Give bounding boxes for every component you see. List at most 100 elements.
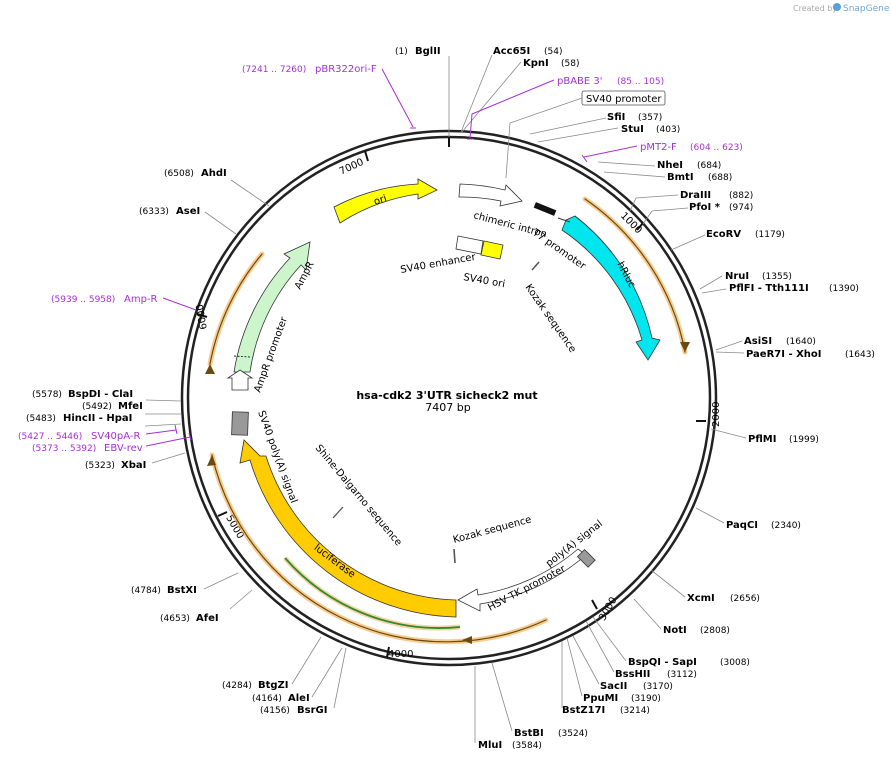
luciferase-feature[interactable] xyxy=(239,439,457,618)
site-paer7i-xhoi[interactable]: PaeR7I - XhoI xyxy=(746,349,822,360)
site-ppumi[interactable]: PpuMI xyxy=(583,693,618,704)
site-bmti[interactable]: BmtI xyxy=(667,172,694,183)
site-hincii-hpai[interactable]: HincII - HpaI xyxy=(63,413,132,424)
site-afei[interactable]: AfeI xyxy=(196,613,219,624)
sv40-ori-feature[interactable] xyxy=(480,240,504,260)
sv40-enhancer-feature[interactable] xyxy=(455,235,484,255)
site-mfei-pos: (5492) xyxy=(82,402,112,412)
site-afei-pos: (4653) xyxy=(160,614,190,624)
site-bsrgi-pos: (4156) xyxy=(260,706,290,716)
site-asei[interactable]: AseI xyxy=(176,206,200,217)
primer-amp-r-range: (5939 .. 5958) xyxy=(51,295,115,305)
site-ppumi-pos: (3190) xyxy=(631,694,661,704)
site-pflfi-tth111i[interactable]: PflFI - Tth111I xyxy=(729,283,809,294)
sv40-promoter-leader xyxy=(505,97,583,179)
brand-created-by: Created by xyxy=(793,4,837,13)
site-pflfi-tth111i-pos: (1390) xyxy=(829,284,859,294)
site-sfii[interactable]: SfiI xyxy=(607,112,625,123)
site-nhei[interactable]: NheI xyxy=(657,160,683,171)
hsv-tk-promoter-feature[interactable] xyxy=(457,548,587,612)
site-ecorv-pos: (1179) xyxy=(755,230,785,240)
site-pfoi-pos: (974) xyxy=(729,203,753,213)
site-bsrgi[interactable]: BsrGI xyxy=(297,705,327,716)
t7-promoter-arrow xyxy=(557,217,571,223)
site-bmti-pos: (688) xyxy=(708,173,732,183)
plasmid-length: 7407 bp xyxy=(425,401,470,414)
plasmid-name: hsa-cdk2 3'UTR sicheck2 mut xyxy=(356,389,537,402)
primer-amp-r[interactable]: Amp-R xyxy=(124,294,158,305)
site-bspdi-clai[interactable]: BspDI - ClaI xyxy=(68,389,133,400)
site-asisi[interactable]: AsiSI xyxy=(744,336,772,347)
site-noti-pos: (2808) xyxy=(700,626,730,636)
site-bspqi-sapi[interactable]: BspQI - SapI xyxy=(628,657,697,668)
site-mlui[interactable]: MluI xyxy=(478,740,502,751)
ampr-feature[interactable] xyxy=(233,241,311,373)
ampr-promoter-feature[interactable] xyxy=(226,369,254,391)
site-pflmi[interactable]: PflMI xyxy=(748,434,776,445)
site-btgzi[interactable]: BtgZI xyxy=(258,680,289,691)
sv40-promoter-label: SV40 promoter xyxy=(586,94,662,105)
site-bstz17i[interactable]: BstZ17I xyxy=(562,705,605,716)
site-draiii-pos: (882) xyxy=(729,191,753,201)
site-stui-pos: (403) xyxy=(656,125,680,135)
chimeric-intron-feature[interactable] xyxy=(458,183,523,207)
site-xcmi[interactable]: XcmI xyxy=(687,593,715,604)
snapgene-logo-icon xyxy=(833,3,841,11)
sv40-polya-signal-feature[interactable] xyxy=(231,411,249,436)
site-bstbi[interactable]: BstBI xyxy=(514,728,544,739)
site-bspqi-sapi-pos: (3008) xyxy=(720,658,750,668)
kozak-sequence-2-label: Kozak sequence xyxy=(452,514,533,546)
kozak-sequence-2-mark xyxy=(453,548,456,564)
site-bglii[interactable]: BglII xyxy=(415,46,441,57)
shine-dalgarno-mark xyxy=(332,506,344,519)
primer-sv40pa-r[interactable]: SV40pA-R xyxy=(91,431,140,442)
site-xcmi-pos: (2656) xyxy=(730,594,760,604)
kozak-sequence-1-label: Kozak sequence xyxy=(523,282,578,354)
ori-feature[interactable] xyxy=(333,178,438,224)
site-sfii-pos: (357) xyxy=(638,113,662,123)
site-sacii[interactable]: SacII xyxy=(600,681,627,692)
primer-pbr322ori-f-range: (7241 .. 7260) xyxy=(242,65,306,75)
site-bsshii-pos: (3112) xyxy=(667,670,697,680)
primer-ebv-rev[interactable]: EBV-rev xyxy=(104,443,143,454)
primer-pbabe-3-range: (85 .. 105) xyxy=(617,77,664,87)
site-xbai[interactable]: XbaI xyxy=(121,460,146,471)
sv40-ori-label: SV40 ori xyxy=(462,272,505,290)
site-mlui-pos: (3584) xyxy=(512,741,542,751)
t7-promoter-feature[interactable] xyxy=(533,202,557,216)
site-bstxi[interactable]: BstXI xyxy=(167,585,197,596)
hsv-tk-promoter-label: HSV TK promoter xyxy=(486,563,568,614)
site-ahdi[interactable]: AhdI xyxy=(201,168,227,179)
site-mfei[interactable]: MfeI xyxy=(118,401,143,412)
site-asisi-pos: (1640) xyxy=(786,337,816,347)
site-ecorv[interactable]: EcoRV xyxy=(706,229,741,240)
primer-pmt2-f-range: (604 .. 623) xyxy=(690,143,743,153)
site-nrui[interactable]: NruI xyxy=(725,271,749,282)
polya-signal-feature[interactable] xyxy=(576,548,596,568)
site-nhei-pos: (684) xyxy=(697,161,721,171)
site-acc65i[interactable]: Acc65I xyxy=(493,46,530,57)
primer-pbr322ori-f[interactable]: pBR322ori-F xyxy=(315,64,377,75)
primer-pmt2-f[interactable]: pMT2-F xyxy=(640,142,677,153)
site-alei[interactable]: AleI xyxy=(288,693,310,704)
orf-arrowheads xyxy=(205,342,690,644)
site-pfoi[interactable]: PfoI * xyxy=(689,202,721,213)
site-paqci[interactable]: PaqCI xyxy=(726,520,758,531)
orf-bands xyxy=(207,196,688,645)
site-bstbi-pos: (3524) xyxy=(558,729,588,739)
site-noti[interactable]: NotI xyxy=(663,625,687,636)
shine-dalgarno-label: Shine-Dalgarno sequence xyxy=(313,443,404,548)
site-bsshii[interactable]: BssHII xyxy=(615,669,650,680)
site-kpni[interactable]: KpnI xyxy=(523,58,549,69)
site-draiii[interactable]: DraIII xyxy=(680,190,711,201)
ampr-promoter-boundary xyxy=(233,355,251,358)
site-ahdi-pos: (6508) xyxy=(164,169,194,179)
site-nrui-pos: (1355) xyxy=(762,272,792,282)
brand-name: SnapGene xyxy=(843,4,890,14)
site-asei-pos: (6333) xyxy=(139,207,169,217)
primer-pbabe-3[interactable]: pBABE 3' xyxy=(557,76,603,87)
site-stui[interactable]: StuI xyxy=(621,124,644,135)
hrluc-feature[interactable] xyxy=(561,215,661,361)
site-sacii-pos: (3170) xyxy=(643,682,673,692)
